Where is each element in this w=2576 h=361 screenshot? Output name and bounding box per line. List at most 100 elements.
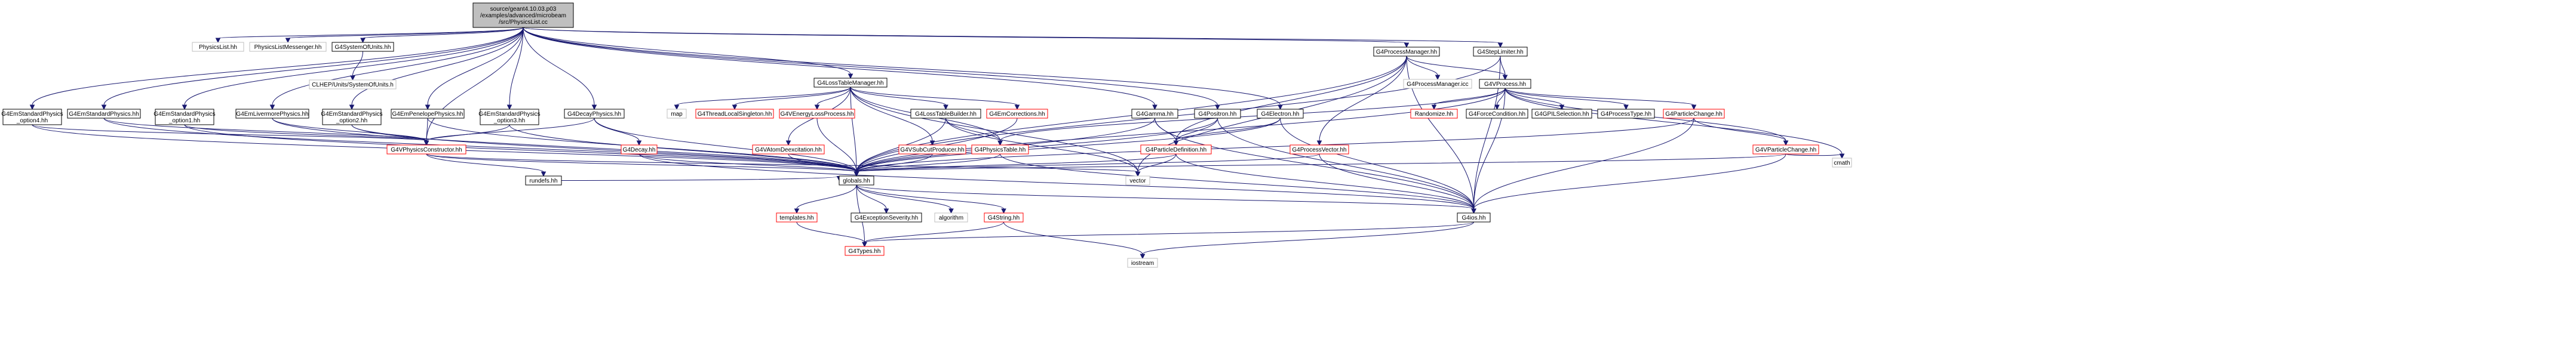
node-CLHEP_Units: CLHEP/Units/SystemOfUnits.h (309, 79, 397, 90)
node-label: G4LossTableManager.hh (817, 80, 883, 87)
include-edge-G4VPhysicsConstructor_hh-to-vector (426, 153, 1138, 172)
arrowhead-G4ProcessManager_hh-to-G4ProcessManager_icc (1435, 75, 1441, 81)
node-G4EmCorrections_hh[interactable]: G4EmCorrections.hh (986, 109, 1048, 119)
node-globals_hh[interactable]: globals.hh (839, 175, 874, 186)
arrowhead-root-to-G4ProcessManager_hh (1404, 42, 1410, 48)
node-label: G4EmLivermorePhysics.hh (236, 111, 308, 118)
node-label: rundefs.hh (529, 178, 557, 184)
node-G4SystemOfUnits_hh[interactable]: G4SystemOfUnits.hh (331, 42, 394, 52)
node-box (564, 109, 625, 119)
include-edge-G4VProcess_hh-to-G4GPILSelection_hh (1505, 88, 1562, 106)
node-G4Positron_hh[interactable]: G4Positron.hh (1194, 109, 1241, 119)
include-edge-G4ProcessManager_hh-to-G4ios_hh (1406, 55, 1474, 209)
node-label: G4VPhysicsConstructor.hh (391, 147, 462, 153)
node-box (386, 144, 466, 155)
arrowhead-globals_hh-to-G4ExceptionSeverity_hh (883, 208, 889, 214)
include-edge-globals_hh-to-G4String_hh (856, 184, 1004, 209)
include-edge-root-to-G4Positron_hh (523, 27, 1218, 106)
include-edge-G4EmLivermorePhysics_hh-to-globals_hh (272, 118, 857, 172)
include-edge-rundefs_hh-to-globals_hh (561, 176, 840, 181)
node-G4ProcessVector_hh[interactable]: G4ProcessVector.hh (1289, 144, 1349, 155)
include-edge-G4LossTableManager_hh-to-G4ThreadLocalSingleton_hh (734, 87, 851, 106)
node-G4VSubCutProducer_hh[interactable]: G4VSubCutProducer.hh (898, 144, 966, 155)
node-G4ForceCondition_hh[interactable]: G4ForceCondition.hh (1466, 109, 1528, 119)
node-G4Gamma_hh[interactable]: G4Gamma.hh (1131, 109, 1178, 119)
node-label: G4EmStandardPhysics (153, 111, 215, 118)
node-rundefs_hh[interactable]: rundefs.hh (525, 175, 562, 186)
node-G4Types_hh[interactable]: G4Types.hh (845, 246, 885, 256)
node-G4VEnergyLossProcess_hh[interactable]: G4VEnergyLossProcess.hh (779, 109, 855, 119)
node-G4ThreadLocalSingleton_hh[interactable]: G4ThreadLocalSingleton.hh (695, 109, 774, 119)
include-edge-G4ProcessVector_hh-to-G4ios_hh (1319, 153, 1474, 209)
node-label: G4Decay.hh (623, 147, 656, 153)
node-G4PhysicsTable_hh[interactable]: G4PhysicsTable.hh (971, 144, 1029, 155)
node-G4VPhysicsConstructor_hh[interactable]: G4VPhysicsConstructor.hh (386, 144, 466, 155)
node-box (910, 109, 981, 119)
include-edge-G4VPhysicsConstructor_hh-to-rundefs_hh (426, 153, 544, 172)
include-edge-G4Decay_hh-to-G4ios_hh (638, 153, 1474, 209)
node-box (525, 175, 562, 186)
include-edge-G4Positron_hh-to-G4ios_hh (1217, 118, 1474, 209)
node-G4ParticleChange_hh[interactable]: G4ParticleChange.hh (1663, 109, 1725, 119)
node-box (1752, 144, 1819, 155)
node-G4Electron_hh[interactable]: G4Electron.hh (1257, 109, 1304, 119)
node-G4DecayPhysics_hh[interactable]: G4DecayPhysics.hh (564, 109, 625, 119)
include-edge-G4EmStandardPhysics_hh-to-globals_hh (103, 118, 857, 172)
node-iostream: iostream (1127, 258, 1158, 268)
node-G4EmLivermorePhysics_hh[interactable]: G4EmLivermorePhysics.hh (235, 109, 309, 119)
node-G4StepLimiter_hh[interactable]: G4StepLimiter.hh (1473, 47, 1528, 57)
arrowhead-root-to-G4EmStandardPhysics_option4_hh (29, 104, 35, 110)
include-edge-root-to-G4EmStandardPhysics_option3_hh (509, 27, 524, 106)
node-G4ExceptionSeverity_hh[interactable]: G4ExceptionSeverity.hh (851, 212, 922, 223)
node-label: /examples/advanced/microbeam (480, 13, 566, 19)
node-G4LossTableManager_hh[interactable]: G4LossTableManager.hh (813, 78, 888, 88)
node-templates_hh[interactable]: templates.hh (776, 212, 818, 223)
node-G4EmPenelopePhysics_hh[interactable]: G4EmPenelopePhysics.hh (391, 109, 465, 119)
node-G4EmStandardPhysics_option2_hh[interactable]: G4EmStandardPhysics_option2.hh (321, 109, 383, 125)
include-edge-G4EmPenelopePhysics_hh-to-G4VPhysicsConstructor_hh (426, 118, 428, 141)
node-box (621, 144, 658, 155)
arrowhead-G4VPhysicsConstructor_hh-to-globals_hh (853, 171, 859, 177)
node-box (322, 109, 382, 125)
arrowhead-G4ParticleChange_hh-to-G4VParticleChange_hh (1783, 140, 1789, 146)
arrowhead-G4DecayPhysics_hh-to-G4VPhysicsConstructor_hh (423, 140, 429, 146)
node-algorithm: algorithm (934, 212, 968, 223)
node-G4VAtomDeexcitation_hh[interactable]: G4VAtomDeexcitation.hh (752, 144, 825, 155)
node-box (331, 42, 394, 52)
arrowhead-root-to-G4EmStandardPhysics_option1_hh (182, 104, 188, 110)
node-G4VParticleChange_hh[interactable]: G4VParticleChange.hh (1752, 144, 1819, 155)
node-G4GPILSelection_hh[interactable]: G4GPILSelection.hh (1531, 109, 1592, 119)
node-G4VProcess_hh[interactable]: G4VProcess.hh (1479, 79, 1531, 89)
include-edge-G4LossTableManager_hh-to-globals_hh (850, 87, 857, 172)
node-label: vector (1129, 178, 1146, 184)
node-label: G4LossTableBuilder.hh (915, 111, 977, 118)
node-label: cmath (1834, 160, 1850, 166)
node-G4EmStandardPhysics_hh[interactable]: G4EmStandardPhysics.hh (67, 109, 141, 119)
arrowhead-G4LossTableManager_hh-to-G4VSubCutProducer_hh (929, 140, 935, 146)
include-edge-root-to-G4VPhysicsConstructor_hh (426, 27, 524, 141)
include-edge-G4VProcess_hh-to-G4ParticleChange_hh (1505, 88, 1694, 106)
node-G4LossTableBuilder_hh[interactable]: G4LossTableBuilder.hh (910, 109, 981, 119)
include-edge-root-to-G4EmStandardPhysics_option2_hh (351, 27, 524, 106)
node-label: iostream (1131, 260, 1154, 267)
include-edge-G4EmStandardPhysics_option3_hh-to-globals_hh (509, 124, 857, 172)
node-G4ProcessType_hh[interactable]: G4ProcessType.hh (1597, 109, 1655, 119)
node-G4String_hh[interactable]: G4String.hh (984, 212, 1024, 223)
node-G4EmStandardPhysics_option1_hh[interactable]: G4EmStandardPhysics_option1.hh (153, 109, 216, 125)
include-edge-G4EmStandardPhysics_option1_hh-to-G4VPhysicsConstructor_hh (184, 124, 427, 141)
node-PhysicsListMessenger_hh: PhysicsListMessenger.hh (249, 42, 327, 52)
node-label: PhysicsListMessenger.hh (254, 44, 322, 51)
node-G4ParticleDefinition_hh[interactable]: G4ParticleDefinition.hh (1140, 144, 1212, 155)
node-G4Decay_hh[interactable]: G4Decay.hh (621, 144, 658, 155)
include-edge-globals_hh-to-G4ExceptionSeverity_hh (856, 184, 887, 209)
node-G4ProcessManager_hh[interactable]: G4ProcessManager.hh (1373, 47, 1440, 57)
node-box (67, 109, 141, 119)
node-G4EmStandardPhysics_option4_hh[interactable]: G4EmStandardPhysics_option4.hh (1, 109, 63, 125)
node-G4EmStandardPhysics_option3_hh[interactable]: G4EmStandardPhysics_option3.hh (478, 109, 541, 125)
node-root[interactable]: source/geant4.10.03.p03/examples/advance… (472, 2, 574, 28)
include-edge-root-to-G4EmStandardPhysics_hh (103, 27, 524, 106)
include-edge-root-to-G4EmStandardPhysics_option4_hh (32, 27, 524, 106)
node-G4ios_hh[interactable]: G4ios.hh (1457, 212, 1491, 223)
node-Randomize_hh[interactable]: Randomize.hh (1410, 109, 1458, 119)
node-label: _option2.hh (336, 118, 367, 124)
